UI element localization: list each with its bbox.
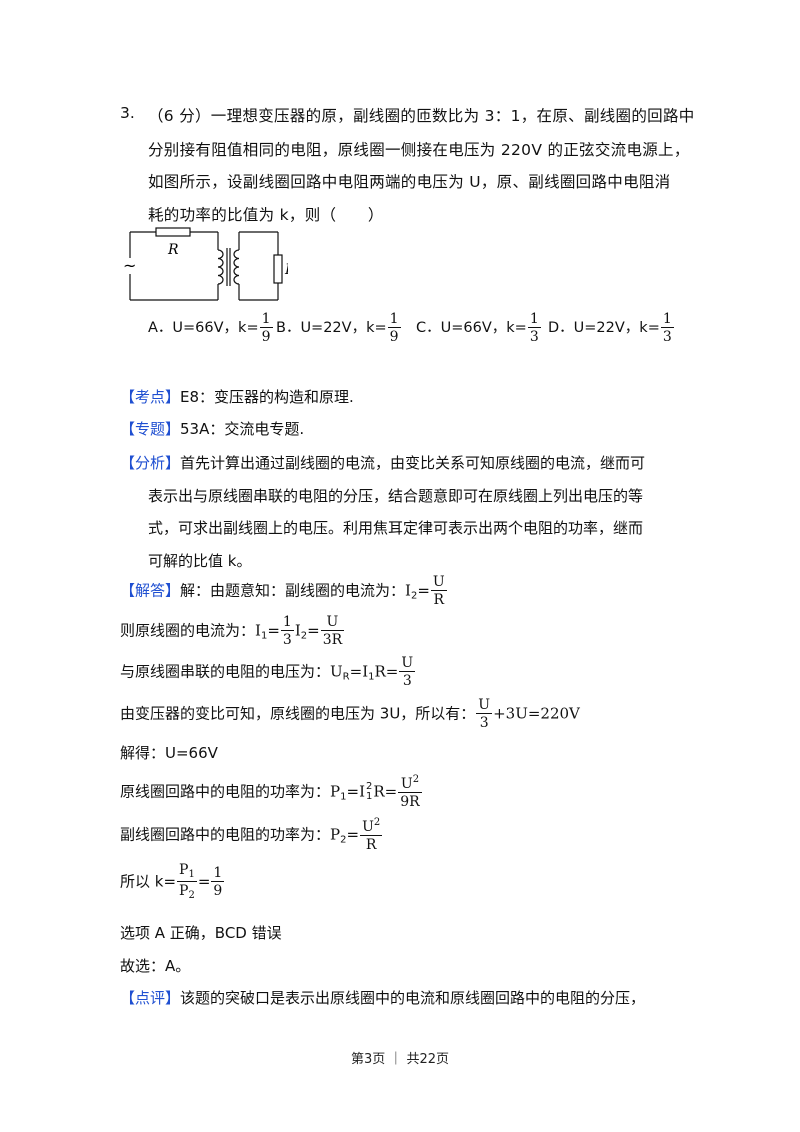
top-resistor-label: R: [167, 242, 179, 258]
right-resistor-label: R: [284, 262, 288, 278]
fenxi-tag: 【分析】: [120, 454, 181, 472]
kaodian-section: 【考点】E8：变压器的构造和原理.: [120, 386, 354, 407]
right-resistor: [273, 254, 283, 284]
zhuanti-tag: 【专题】: [120, 420, 181, 438]
jieda-step-5: 解得：U=66V: [120, 744, 218, 762]
dianping-section: 【点评】该题的突破口是表示出原线圈中的电流和原线圈回路中的电阻的分压，: [120, 987, 645, 1008]
dianping-tag: 【点评】: [120, 989, 181, 1007]
fenxi-line-2: 表示出与原线圈串联的电阻的分压，结合题意即可在原线圈上列出电压的等: [148, 487, 644, 505]
kaodian-tag: 【考点】: [120, 388, 181, 406]
fenxi-line-1: 【分析】首先计算出通过副线圈的电流，由变比关系可知原线圈的电流，继而可: [120, 454, 646, 472]
jieda-tag: 【解答】: [120, 581, 181, 600]
question-line-1: （6 分）一理想变压器的原，副线圈的匝数比为 3：1，在原、副线圈的回路中: [148, 107, 695, 125]
kaodian-text: E8：变压器的构造和原理.: [180, 388, 354, 406]
ac-source-symbol: ~: [123, 256, 136, 275]
jieda-step-10: 故选：A。: [120, 957, 191, 975]
dianping-text: 该题的突破口是表示出原线圈中的电流和原线圈回路中的电阻的分压，: [180, 989, 646, 1007]
fenxi-line-4: 可解的比值 k。: [148, 552, 252, 570]
page-footer: 第3页 ｜ 共22页: [350, 1052, 450, 1067]
fenxi-line-3: 式，可求出副线圈上的电压。利用焦耳定律可表示出两个电阻的功率，继而: [148, 519, 644, 537]
zhuanti-text: 53A：交流电专题.: [180, 420, 305, 438]
question-line-4: 耗的功率的比值为 k，则（ ）: [148, 206, 384, 224]
zhuanti-section: 【专题】53A：交流电专题.: [120, 418, 304, 439]
question-line-2: 分别接有阻值相同的电阻，原线圈一侧接在电压为 220V 的正弦交流电源上，: [148, 141, 690, 159]
top-resistor: [155, 227, 191, 237]
question-line-3: 如图所示，设副线圈回路中电阻两端的电压为 U，原、副线圈回路中电阻消: [148, 173, 671, 191]
jieda-step-9: 选项 A 正确，BCD 错误: [120, 924, 282, 942]
question-number: 3.: [120, 104, 135, 122]
transformer-circuit-diagram: ~ R R: [123, 227, 288, 301]
